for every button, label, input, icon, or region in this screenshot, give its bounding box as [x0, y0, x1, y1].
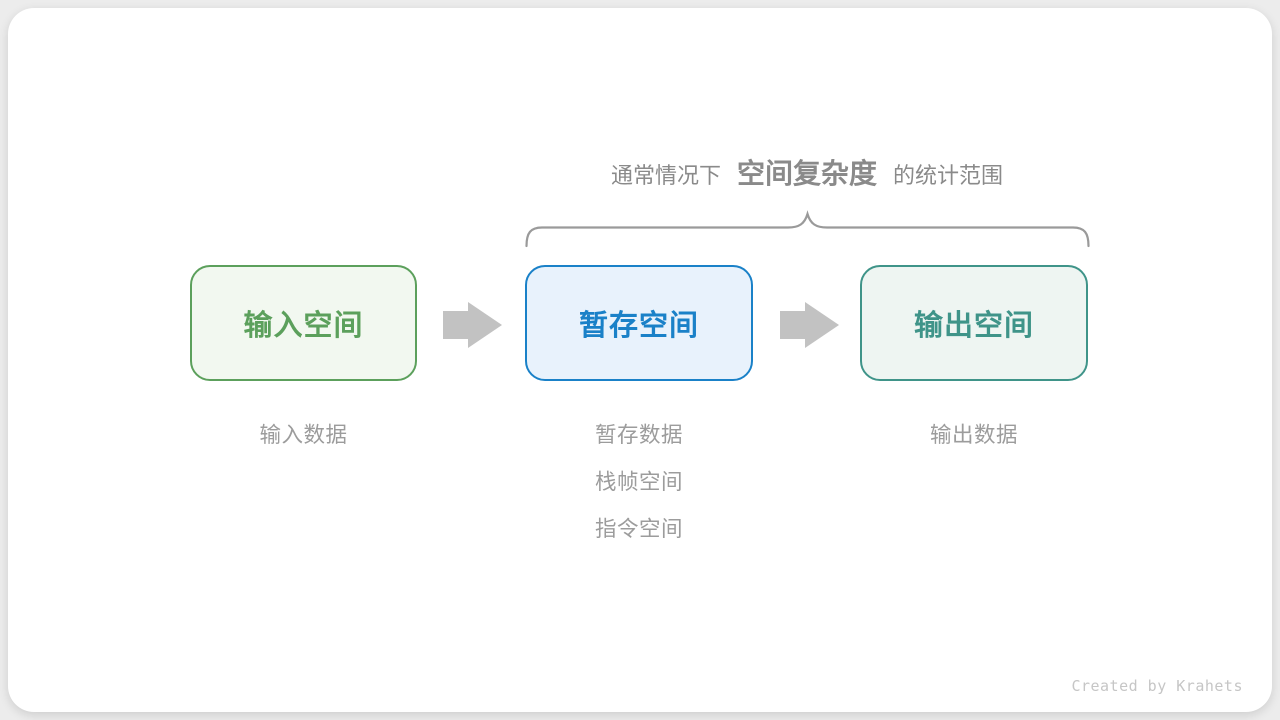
output-space-label: 输出空间 — [913, 310, 1034, 342]
note-line: 指令空间 — [594, 517, 683, 541]
input-space-label: 输入空间 — [243, 310, 364, 342]
arrow-right-icon — [780, 302, 839, 348]
note-line: 栈帧空间 — [594, 470, 683, 494]
scope-title-prefix: 通常情况下 — [610, 163, 721, 188]
arrow-right-icon — [443, 302, 502, 348]
scope-title: 通常情况下 空间复杂度 的统计范围 — [517, 152, 1097, 192]
credit-watermark: Created by Krahets — [1071, 677, 1243, 695]
brace-icon — [525, 210, 1090, 248]
output-space-notes: 输出数据 — [860, 412, 1088, 459]
buffer-space-box: 暂存空间 — [525, 265, 753, 381]
diagram-card: 通常情况下 空间复杂度 的统计范围 输入空间 暂存空间 输出空间 输入数据 暂存… — [8, 8, 1272, 712]
note-line: 暂存数据 — [594, 423, 683, 447]
input-space-box: 输入空间 — [190, 265, 417, 381]
note-line: 输入数据 — [259, 423, 348, 447]
scope-title-highlight: 空间复杂度 — [736, 158, 877, 189]
scope-title-suffix: 的统计范围 — [893, 163, 1004, 188]
buffer-space-notes: 暂存数据 栈帧空间 指令空间 — [525, 412, 753, 553]
buffer-space-label: 暂存空间 — [578, 310, 699, 342]
output-space-box: 输出空间 — [860, 265, 1088, 381]
input-space-notes: 输入数据 — [190, 412, 417, 459]
note-line: 输出数据 — [929, 423, 1018, 447]
